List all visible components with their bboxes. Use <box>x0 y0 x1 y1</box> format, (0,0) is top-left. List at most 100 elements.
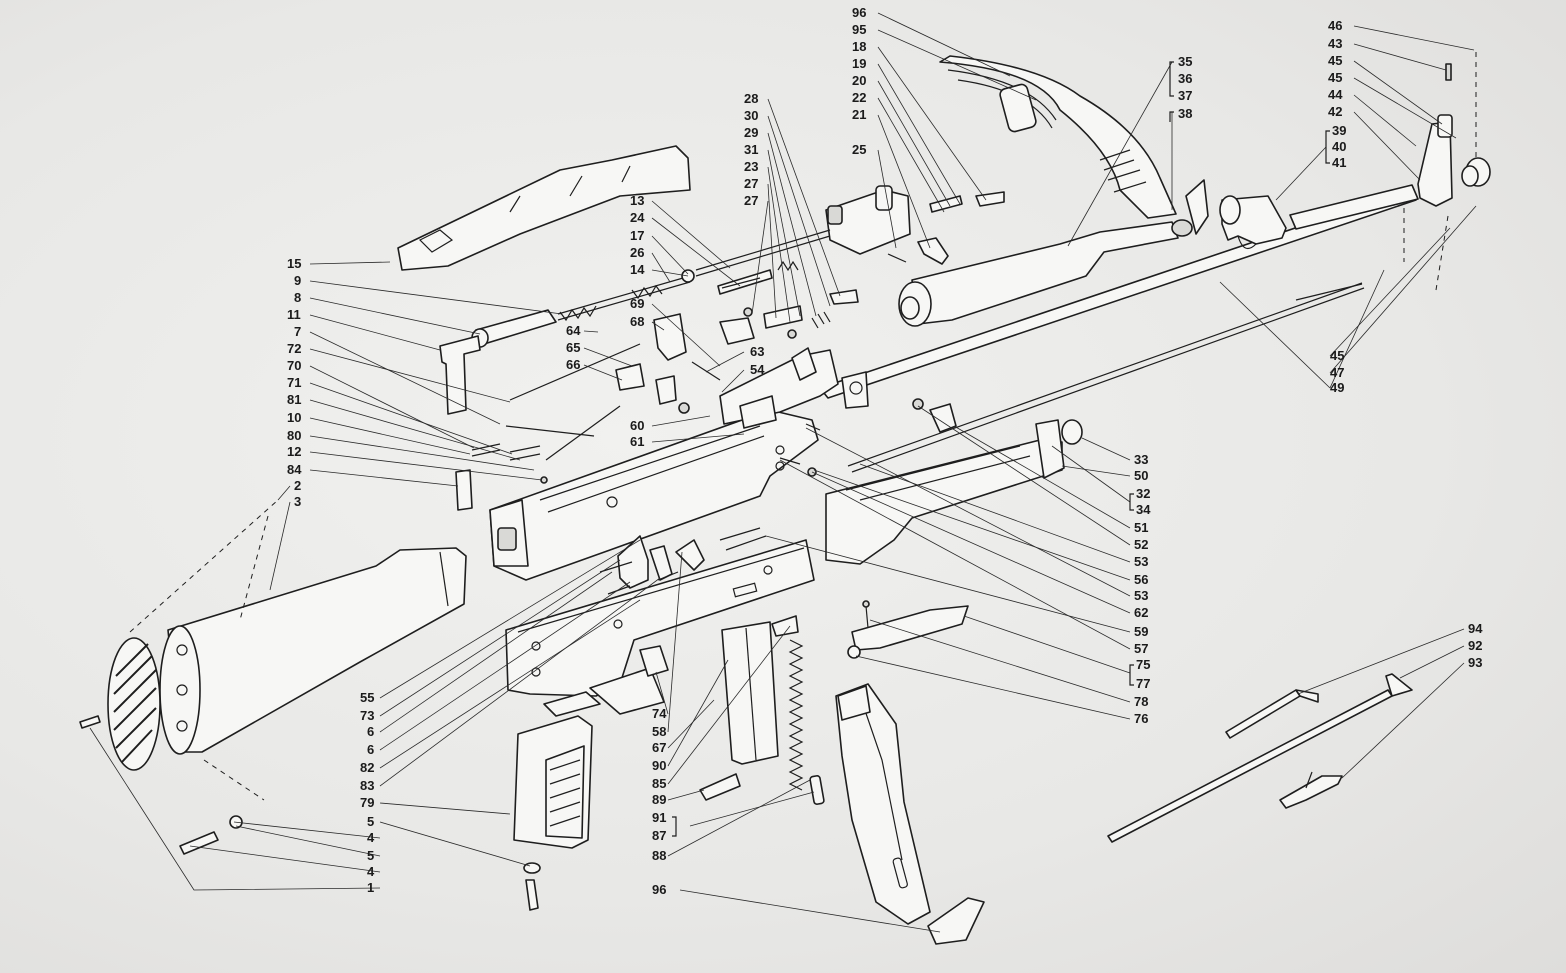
callout-label: 89 <box>652 792 666 807</box>
small-parts-right-drawing <box>779 398 957 477</box>
callout-label: 80 <box>287 428 301 443</box>
callout-label: 18 <box>852 39 866 54</box>
callout-label: 83 <box>360 778 374 793</box>
callout-label: 67 <box>652 740 666 755</box>
callout-label: 78 <box>1134 694 1148 709</box>
bolt-parts-drawing <box>719 277 859 345</box>
callout-label: 63 <box>750 344 764 359</box>
cleaning-tools-drawing <box>1107 673 1413 843</box>
callout-label: 40 <box>1332 139 1346 154</box>
callout-label: 53 <box>1134 588 1148 603</box>
callout-label: 43 <box>1328 36 1342 51</box>
callout-label: 8 <box>294 290 301 305</box>
callout-label: 91 <box>652 810 666 825</box>
callout-label: 94 <box>1468 621 1483 636</box>
front-sight-drawing <box>1417 63 1491 207</box>
callout-label: 45 <box>1330 348 1344 363</box>
callout-label: 6 <box>367 742 374 757</box>
callout-label: 90 <box>652 758 666 773</box>
callout-label: 73 <box>360 708 374 723</box>
callout-label: 45 <box>1328 70 1342 85</box>
callout-label: 96 <box>852 5 866 20</box>
callout-label: 2 <box>294 478 301 493</box>
callout-label: 30 <box>744 108 758 123</box>
receiver-cover-drawing <box>397 145 691 271</box>
callout-label: 68 <box>630 314 644 329</box>
gas-block-drawing <box>1219 195 1287 250</box>
callout-label: 35 <box>1178 54 1192 69</box>
callout-braces <box>672 61 1330 837</box>
sling-drawing <box>939 55 1209 235</box>
callout-label: 4 <box>367 864 375 879</box>
callout-label: 79 <box>360 795 374 810</box>
callout-label: 12 <box>287 444 301 459</box>
callout-label: 26 <box>630 245 644 260</box>
callout-label: 95 <box>852 22 866 37</box>
callout-label: 72 <box>287 341 301 356</box>
callout-label: 75 <box>1136 657 1150 672</box>
buttstock-drawing <box>159 547 467 755</box>
callout-label: 56 <box>1134 572 1148 587</box>
small-parts-left-drawing <box>439 313 721 511</box>
upper-handguard-drawing <box>898 219 1193 327</box>
callout-label: 53 <box>1134 554 1148 569</box>
stock-screws-drawing <box>79 715 541 911</box>
callout-label: 70 <box>287 358 301 373</box>
bolt-carrier-drawing <box>471 229 831 348</box>
callout-label: 54 <box>750 362 765 377</box>
callout-label: 65 <box>566 340 580 355</box>
leader-lines <box>89 12 1477 933</box>
receiver-drawing <box>489 347 869 581</box>
latch-parts-drawing <box>847 600 969 659</box>
callout-label: 4 <box>367 830 375 845</box>
callout-label: 17 <box>630 228 644 243</box>
callout-label: 5 <box>367 814 374 829</box>
callout-label: 62 <box>1134 605 1148 620</box>
callout-label: 5 <box>367 848 374 863</box>
large-magazine-drawing <box>835 683 985 945</box>
callout-label: 41 <box>1332 155 1346 170</box>
callout-label: 50 <box>1134 468 1148 483</box>
trigger-group-drawing <box>599 527 767 595</box>
callout-label: 7 <box>294 324 301 339</box>
callout-label: 33 <box>1134 452 1148 467</box>
callout-label: 57 <box>1134 641 1148 656</box>
callout-label: 10 <box>287 410 301 425</box>
callout-label: 21 <box>852 107 866 122</box>
callout-label: 15 <box>287 256 301 271</box>
callout-label: 45 <box>1328 53 1342 68</box>
magazine-spring-drawing <box>788 639 825 805</box>
callout-label: 42 <box>1328 104 1342 119</box>
callout-labels: 96 95 18 19 20 22 21 25 28 30 29 31 23 2… <box>287 5 1483 897</box>
trigger-housing-drawing <box>505 539 815 717</box>
callout-label: 27 <box>744 176 758 191</box>
callout-label: 93 <box>1468 655 1482 670</box>
callout-label: 51 <box>1134 520 1148 535</box>
callout-label: 34 <box>1136 502 1151 517</box>
callout-label: 55 <box>360 690 374 705</box>
callout-label: 31 <box>744 142 758 157</box>
callout-label: 82 <box>360 760 374 775</box>
callout-label: 74 <box>652 706 667 721</box>
callout-label: 69 <box>630 296 644 311</box>
callout-label: 47 <box>1330 365 1344 380</box>
callout-label: 36 <box>1178 71 1192 86</box>
callout-label: 38 <box>1178 106 1192 121</box>
callout-label: 77 <box>1136 676 1150 691</box>
callout-label: 25 <box>852 142 866 157</box>
callout-label: 76 <box>1134 711 1148 726</box>
callout-label: 37 <box>1178 88 1192 103</box>
callout-label: 61 <box>630 434 644 449</box>
callout-label: 84 <box>287 462 302 477</box>
callout-label: 19 <box>852 56 866 71</box>
callout-label: 9 <box>294 273 301 288</box>
callout-label: 44 <box>1328 87 1343 102</box>
callout-label: 58 <box>652 724 666 739</box>
callout-label: 1 <box>367 880 374 895</box>
callout-label: 24 <box>630 210 645 225</box>
callout-label: 11 <box>287 307 301 322</box>
callout-label: 60 <box>630 418 644 433</box>
callout-label: 23 <box>744 159 758 174</box>
small-magazine-drawing <box>699 615 799 801</box>
